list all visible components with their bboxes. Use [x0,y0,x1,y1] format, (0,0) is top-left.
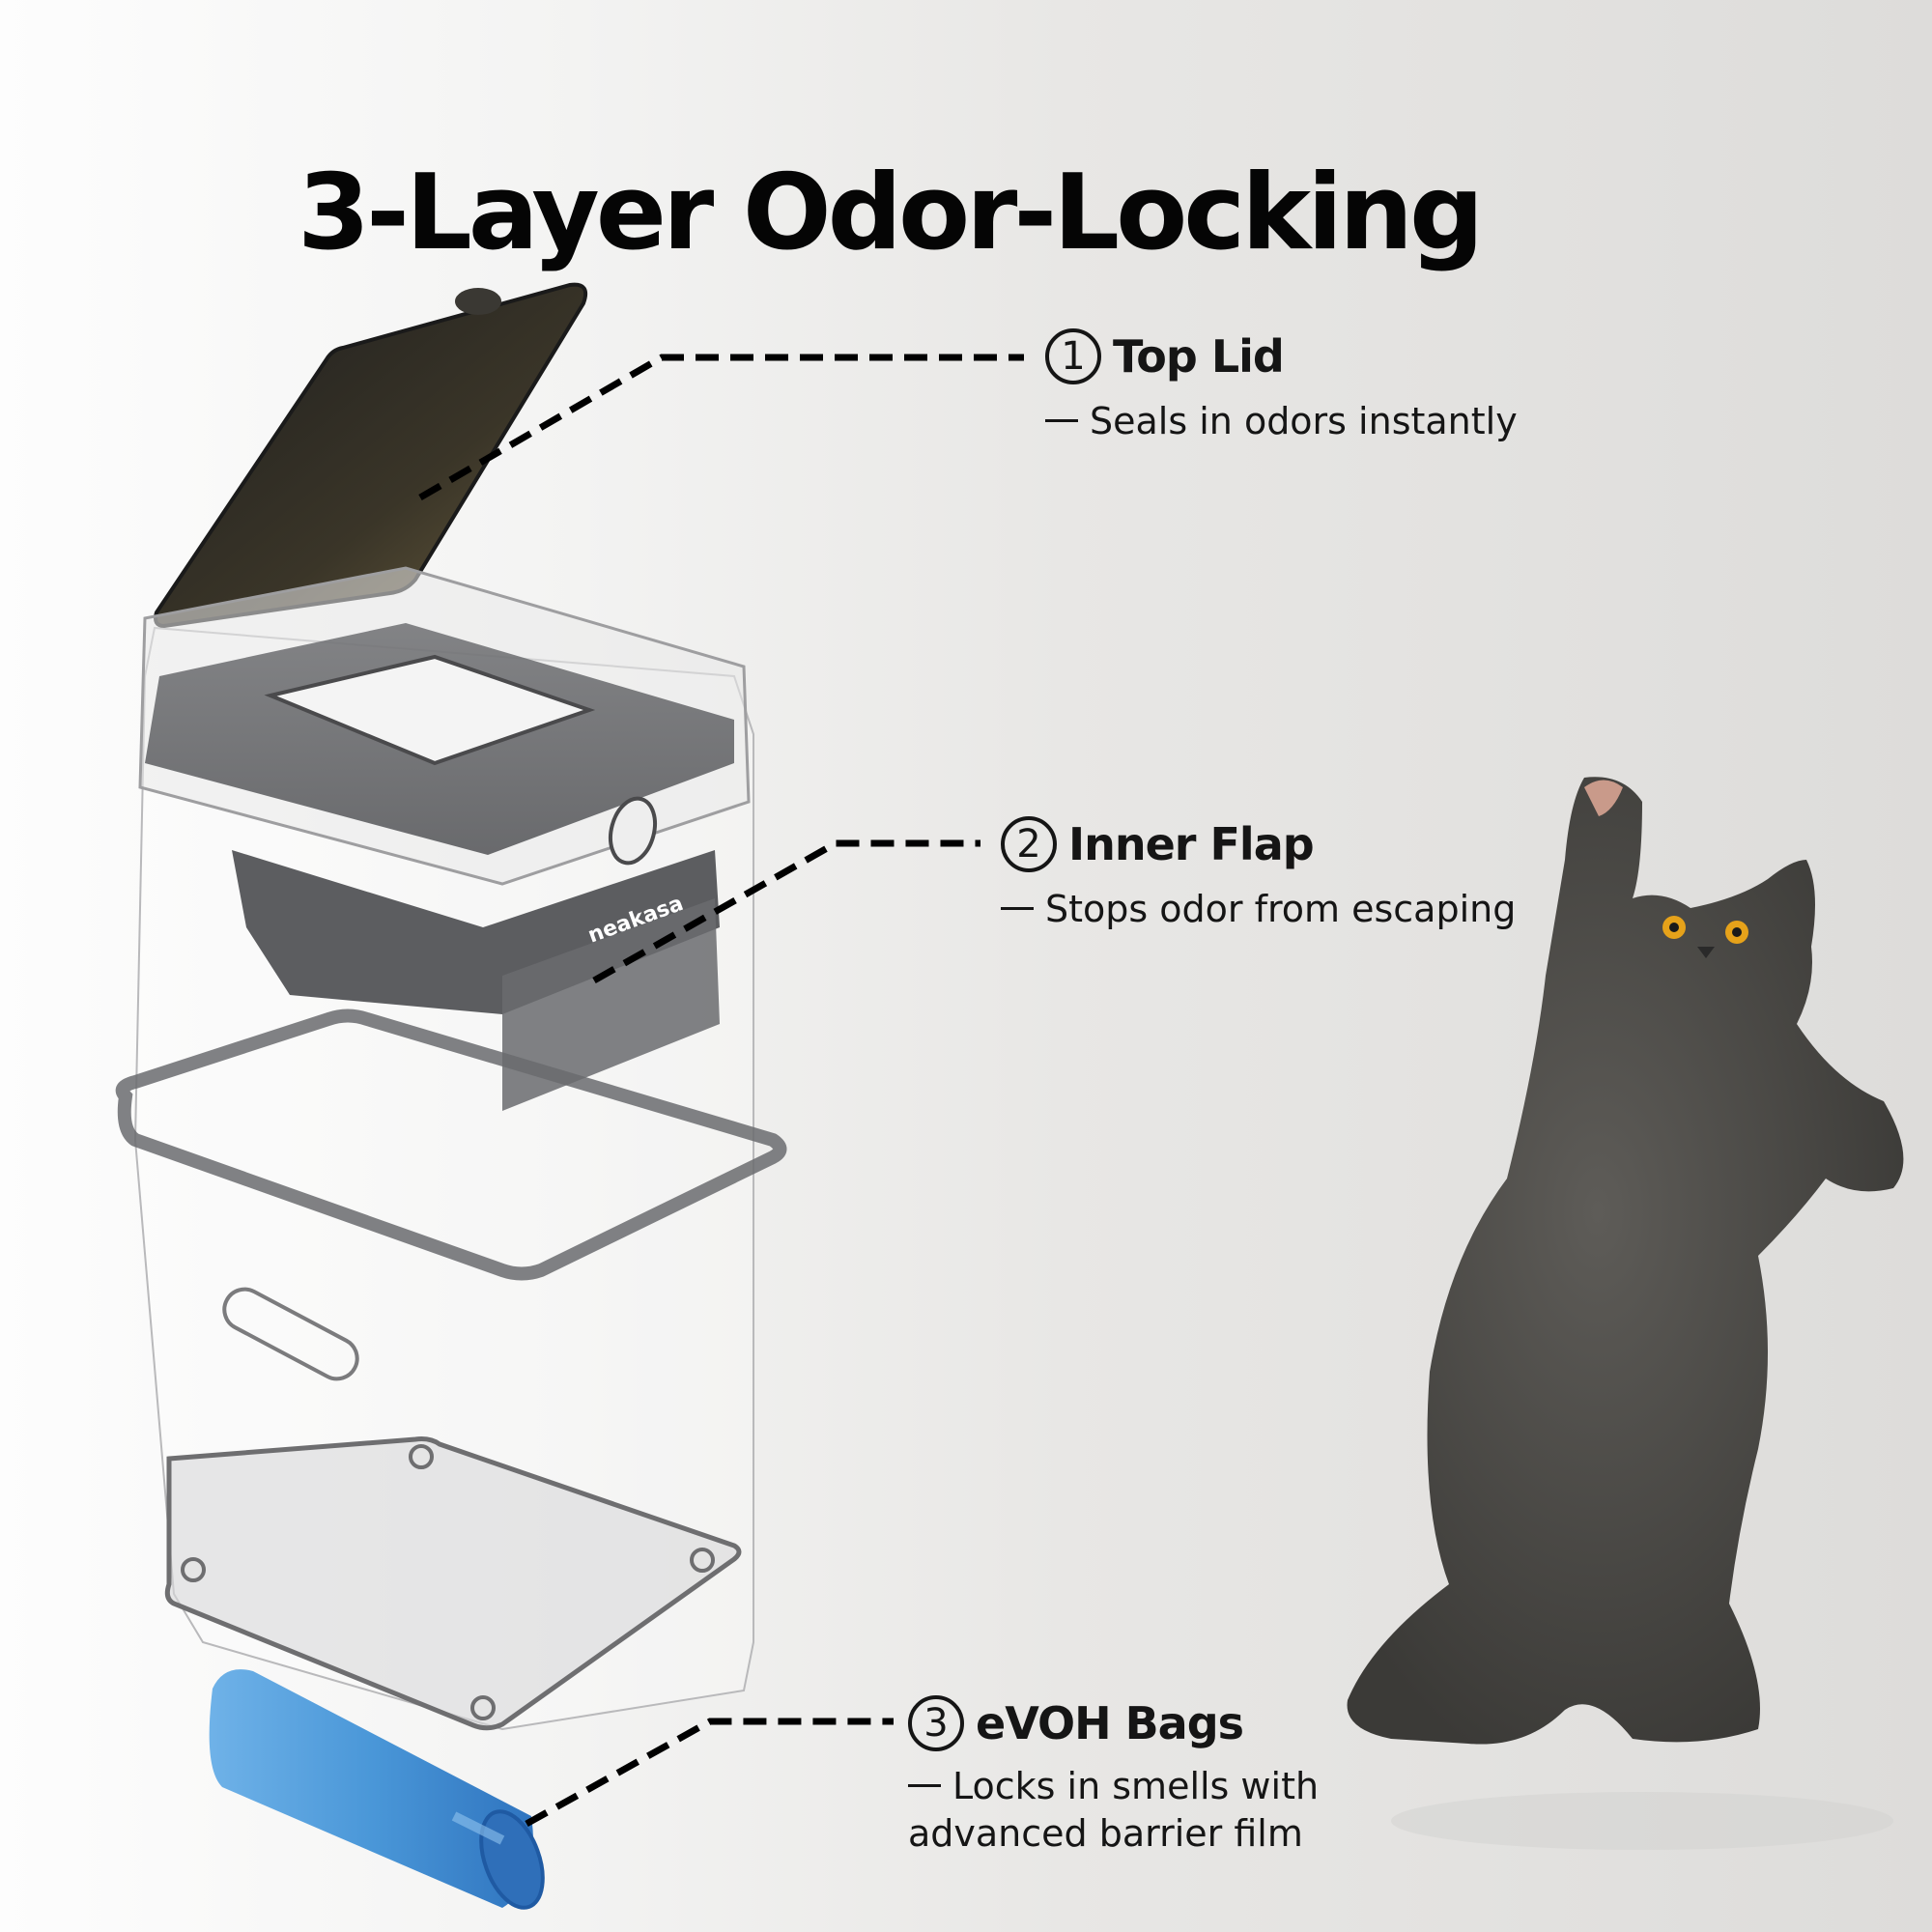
number-badge-icon: 1 [1045,328,1101,384]
dash-icon [1045,419,1078,422]
callout-description: Stops odor from escaping [1001,886,1516,933]
callout-header: 3 eVOH Bags [908,1695,1319,1751]
cat-photo [1347,777,1904,1850]
callout-label: eVOH Bags [976,1697,1244,1749]
upper-frame [138,566,751,886]
bag-roll [209,1669,545,1910]
callout-description: Seals in odors instantly [1045,398,1518,445]
callout-evoh-bags: 3 eVOH Bags Locks in smells with advance… [908,1695,1319,1859]
middle-rim [115,1009,787,1381]
number-badge-icon: 2 [1001,816,1057,872]
base-plate [164,1436,742,1731]
page-title: 3-Layer Odor-Locking [298,153,1484,274]
callout-description: Locks in smells with advanced barrier fi… [908,1765,1320,1856]
callout-header: 1 Top Lid [1045,328,1518,384]
number-badge-icon: 3 [908,1695,964,1751]
dash-icon [908,1784,941,1787]
callout-top-lid: 1 Top Lid Seals in odors instantly [1045,328,1518,445]
callout-inner-flap: 2 Inner Flap Stops odor from escaping [1001,816,1516,933]
callout-label: Inner Flap [1068,818,1315,870]
callout-header: 2 Inner Flap [1001,816,1516,872]
dash-icon [1001,907,1034,910]
callout-label: Top Lid [1113,330,1285,383]
